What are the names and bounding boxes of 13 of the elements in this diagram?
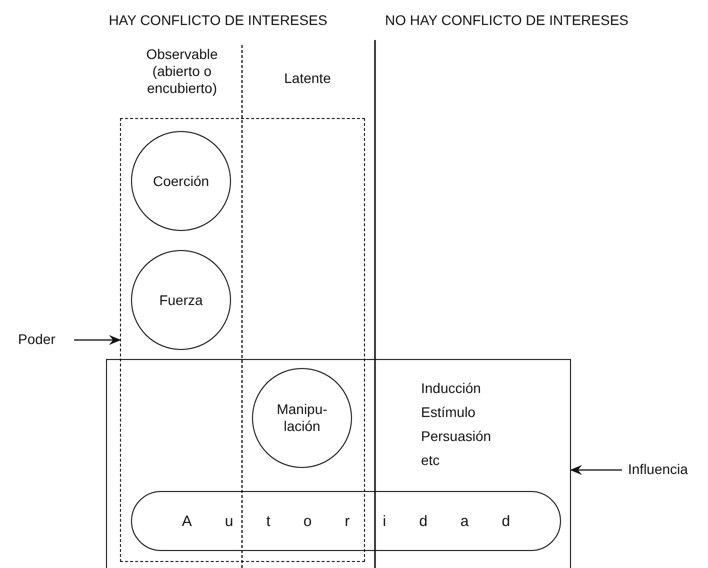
column-subheading: Latente bbox=[283, 70, 332, 87]
influencia-label: Influencia bbox=[628, 461, 706, 479]
arrow bbox=[74, 335, 121, 345]
arrow bbox=[570, 465, 622, 475]
circle-node: Coerción bbox=[131, 131, 231, 231]
circle-node: Fuerza bbox=[131, 250, 231, 350]
column-subheading: Observable (abierto o encubierto) bbox=[145, 46, 219, 97]
influence-list: Inducción Estímulo Persuasión etc bbox=[421, 376, 511, 472]
column-heading: HAY CONFLICTO DE INTERESES bbox=[108, 12, 328, 29]
poder-label: Poder bbox=[18, 331, 68, 349]
circle-node: Manipu- lación bbox=[252, 368, 352, 468]
column-heading: NO HAY CONFLICTO DE INTERESES bbox=[385, 12, 630, 29]
influence-box bbox=[106, 359, 571, 568]
